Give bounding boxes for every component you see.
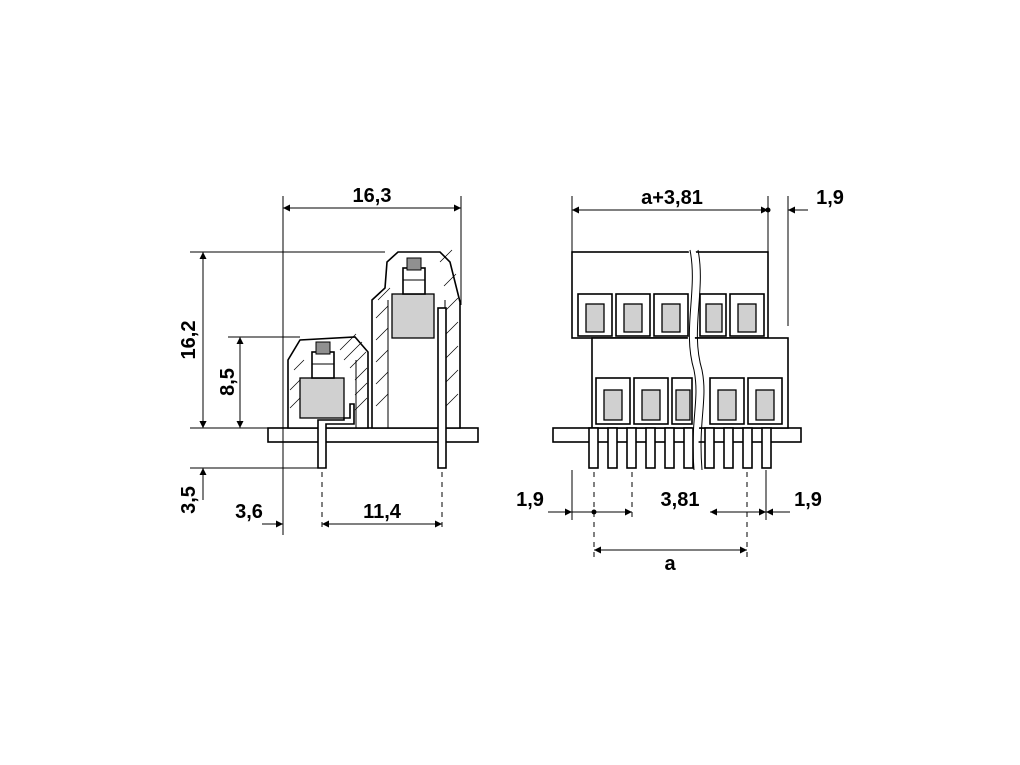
- front-break-line: [687, 249, 702, 471]
- front-lower-openings: [595, 377, 783, 425]
- front-pins: [588, 427, 772, 469]
- dim-right-margin-label: 1,9: [794, 489, 822, 511]
- dim-pin-length-label: 3,5: [178, 486, 200, 514]
- front-view: a+3,81 1,9 1,9 3,81 1,9 a: [516, 187, 844, 575]
- side-lower-clamp: [299, 377, 345, 419]
- side-view: 16,3 16,2 8,5 3,5 3,6 11,4: [178, 185, 479, 535]
- dim-left-margin-label: 1,9: [516, 489, 544, 511]
- dim-pin-pitch-label: 11,4: [363, 501, 402, 523]
- dim-lower-level-label: 8,5: [217, 368, 239, 396]
- side-lower-screw: [311, 351, 335, 379]
- dim-pitch-label: 3,81: [661, 489, 700, 511]
- front-upper-openings: [577, 293, 765, 337]
- side-upper-pin: [437, 307, 447, 469]
- side-lower-pin: [317, 403, 355, 469]
- dim-height-label: 16,2: [178, 321, 200, 360]
- dim-top-offset-label: 1,9: [816, 187, 844, 209]
- dim-total-width-label: a+3,81: [641, 187, 703, 209]
- dim-width-label: 16,3: [353, 185, 392, 207]
- dim-pin-offset-label: 3,6: [235, 501, 263, 523]
- side-hatching: [289, 249, 459, 411]
- dim-span-label: a: [664, 553, 676, 575]
- side-upper-screw: [402, 267, 426, 295]
- side-upper-clamp: [391, 293, 435, 339]
